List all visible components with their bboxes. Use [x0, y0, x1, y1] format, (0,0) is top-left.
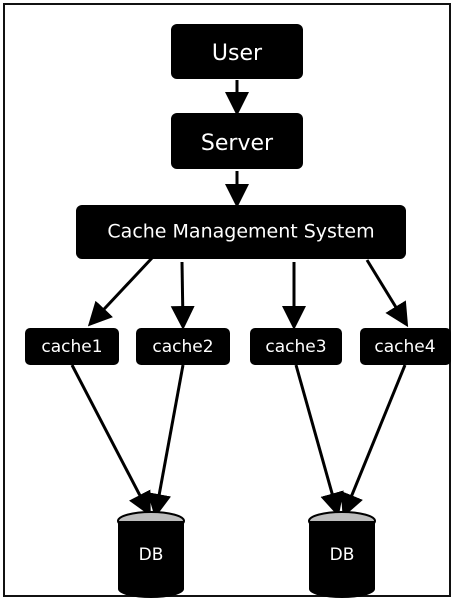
node-cache3-label: cache3 — [265, 337, 326, 357]
node-cache1: cache1 — [25, 328, 119, 365]
node-user: User — [171, 24, 303, 79]
edge-cache3-db2 — [294, 364, 344, 517]
edge-cms-cache4 — [365, 259, 409, 328]
edge-cache4-db2 — [340, 364, 407, 518]
edge-cache1-db1 — [70, 364, 151, 517]
node-cache4: cache4 — [360, 328, 451, 365]
edge-cms-cache2 — [170, 261, 195, 330]
edge-cms-cache1 — [87, 256, 154, 327]
edge-cache2-db1 — [147, 364, 185, 518]
node-db1: DB — [117, 511, 185, 598]
edge-group — [70, 80, 409, 518]
node-cache-management-system: Cache Management System — [76, 205, 406, 259]
db1-label: DB — [139, 545, 164, 565]
node-cms-label: Cache Management System — [107, 221, 374, 243]
node-db2: DB — [308, 511, 376, 598]
node-server: Server — [171, 113, 303, 169]
db2-label: DB — [330, 545, 355, 565]
node-cache2-label: cache2 — [152, 337, 213, 357]
node-user-label: User — [212, 41, 263, 66]
node-cache1-label: cache1 — [41, 337, 102, 357]
node-cache3: cache3 — [250, 328, 342, 365]
node-cache4-label: cache4 — [374, 337, 435, 357]
node-server-label: Server — [201, 131, 274, 156]
node-cache2: cache2 — [136, 328, 230, 365]
